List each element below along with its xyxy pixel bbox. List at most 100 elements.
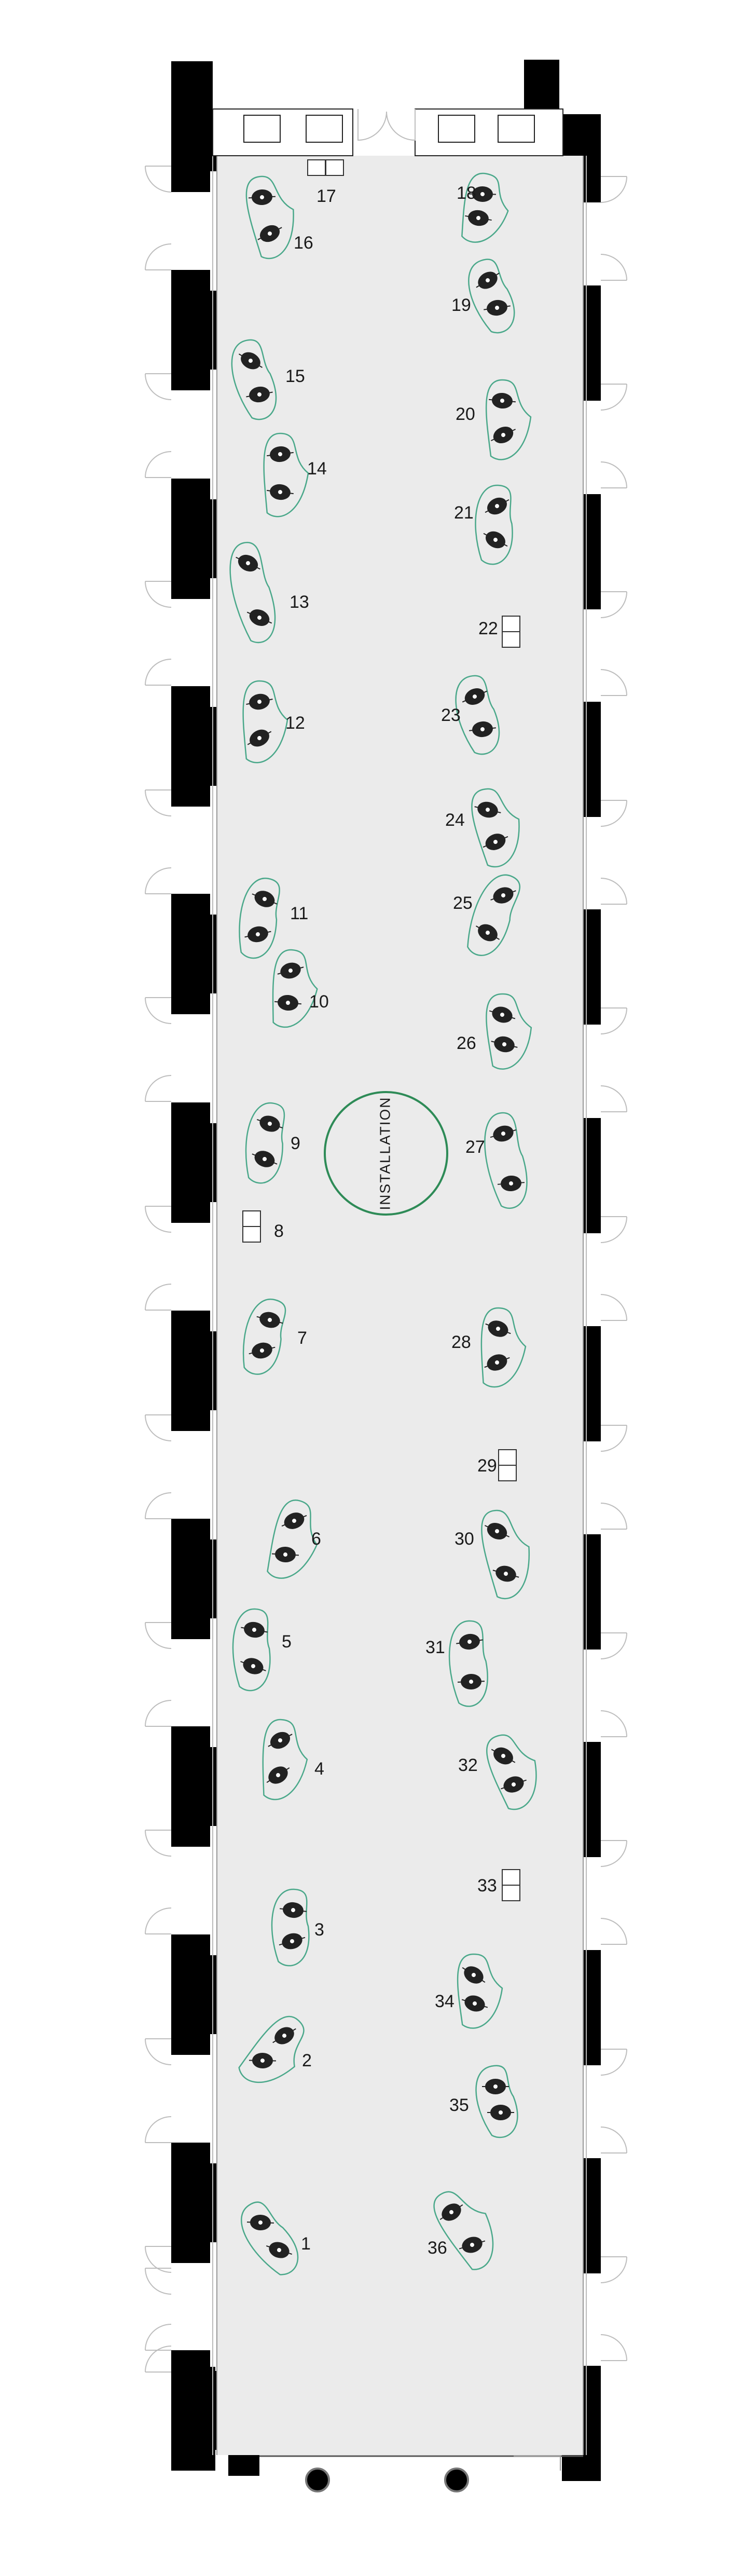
door-swing bbox=[600, 1840, 627, 1867]
seated-figure bbox=[491, 426, 516, 444]
seated-figure bbox=[462, 688, 488, 705]
door-swing bbox=[600, 1918, 627, 1945]
station-number: 4 bbox=[314, 1759, 324, 1779]
door-swing bbox=[145, 1700, 172, 1727]
seated-figure bbox=[497, 1175, 525, 1192]
station-number: 6 bbox=[311, 1529, 321, 1549]
seated-figure bbox=[465, 210, 492, 226]
door-swing bbox=[145, 2116, 172, 2143]
station-outline bbox=[271, 1888, 310, 1967]
left-wall-pier bbox=[171, 2143, 210, 2263]
station-number: 23 bbox=[441, 705, 461, 725]
station-outline bbox=[232, 1608, 271, 1692]
floor-edges bbox=[212, 156, 587, 2455]
door-swing bbox=[145, 373, 172, 400]
left-wall-pier bbox=[171, 1311, 210, 1431]
door-swing bbox=[145, 166, 172, 193]
station-15: 15 bbox=[231, 339, 305, 420]
station-outline bbox=[267, 1500, 318, 1579]
seated-figure bbox=[266, 2242, 293, 2258]
seated-figure bbox=[491, 1747, 516, 1765]
station-22: 22 bbox=[478, 616, 520, 648]
station-outline bbox=[229, 541, 276, 644]
station-outline bbox=[263, 432, 309, 517]
door-swing bbox=[145, 2268, 172, 2295]
door-swing bbox=[600, 1710, 627, 1737]
station-7: 7 bbox=[242, 1298, 307, 1375]
station-number: 32 bbox=[458, 1755, 478, 1775]
station-number: 30 bbox=[454, 1529, 474, 1549]
door-swing bbox=[145, 1206, 172, 1233]
station-outline bbox=[245, 175, 294, 260]
door-swing bbox=[145, 1075, 172, 1102]
seated-figure bbox=[249, 1342, 276, 1359]
door-swing bbox=[145, 1414, 172, 1441]
station-number: 17 bbox=[316, 186, 336, 206]
seated-figure bbox=[487, 2105, 514, 2120]
station-number: 10 bbox=[309, 992, 329, 1012]
station-26: 26 bbox=[457, 993, 532, 1070]
station-number: 11 bbox=[290, 904, 308, 923]
seated-figure bbox=[490, 1125, 517, 1142]
seated-figure bbox=[240, 1658, 266, 1674]
installation-label: INSTALLATION bbox=[377, 1096, 393, 1210]
door-swing bbox=[145, 2324, 172, 2351]
door-swing bbox=[145, 243, 172, 270]
seated-figure bbox=[281, 1512, 307, 1529]
seated-figure bbox=[256, 1312, 283, 1328]
station-number: 31 bbox=[425, 1638, 445, 1657]
seated-figure bbox=[462, 1966, 486, 1984]
door-swing bbox=[600, 669, 627, 696]
door-swing bbox=[145, 2038, 172, 2065]
station-13: 13 bbox=[229, 541, 309, 644]
station-outline bbox=[486, 1734, 537, 1810]
station-24: 24 bbox=[445, 788, 520, 868]
seated-figure bbox=[485, 497, 509, 515]
seated-figure bbox=[271, 1546, 299, 1563]
seated-figure bbox=[252, 891, 278, 907]
door-swing bbox=[145, 2346, 172, 2373]
station-outline bbox=[242, 680, 288, 764]
seated-figure bbox=[249, 2052, 277, 2069]
station-outline bbox=[457, 1953, 503, 2029]
door-swing bbox=[145, 581, 172, 608]
station-6: 6 bbox=[267, 1500, 321, 1579]
door-swing bbox=[600, 1632, 627, 1659]
door-swing bbox=[600, 1425, 627, 1452]
station-21: 21 bbox=[454, 484, 513, 565]
station-19: 19 bbox=[451, 258, 515, 334]
station-number: 34 bbox=[435, 1992, 454, 2011]
station-20: 20 bbox=[456, 379, 532, 460]
station-number: 26 bbox=[457, 1033, 476, 1053]
station-25: 25 bbox=[453, 874, 521, 956]
left-wall-pier bbox=[171, 1726, 210, 1847]
door-swing bbox=[600, 1294, 627, 1321]
station-outline bbox=[239, 877, 280, 959]
seated-figure bbox=[266, 1766, 290, 1784]
door-swing bbox=[145, 2246, 172, 2273]
station-32: 32 bbox=[458, 1734, 537, 1810]
column-right bbox=[444, 2468, 469, 2492]
entrance-niche bbox=[438, 115, 475, 143]
seated-figure bbox=[475, 924, 500, 942]
seated-figure bbox=[482, 2079, 509, 2094]
door-swing bbox=[600, 176, 627, 203]
seated-figure bbox=[457, 1673, 485, 1690]
seated-figure bbox=[267, 446, 294, 462]
station-27: 27 bbox=[465, 1112, 528, 1209]
station-3: 3 bbox=[271, 1888, 324, 1967]
entrance-niche bbox=[243, 115, 281, 143]
entrance-wall bbox=[212, 108, 563, 156]
door-swing bbox=[600, 591, 627, 618]
door-swing bbox=[600, 1216, 627, 1243]
seated-figure bbox=[267, 484, 294, 500]
door-swing bbox=[600, 384, 627, 411]
door-swing bbox=[600, 800, 627, 827]
seated-figure bbox=[248, 189, 276, 206]
station-number: 18 bbox=[457, 183, 476, 203]
door-swing bbox=[600, 2127, 627, 2154]
station-1: 1 bbox=[241, 2201, 311, 2275]
bottom-right-door bbox=[514, 2456, 561, 2471]
